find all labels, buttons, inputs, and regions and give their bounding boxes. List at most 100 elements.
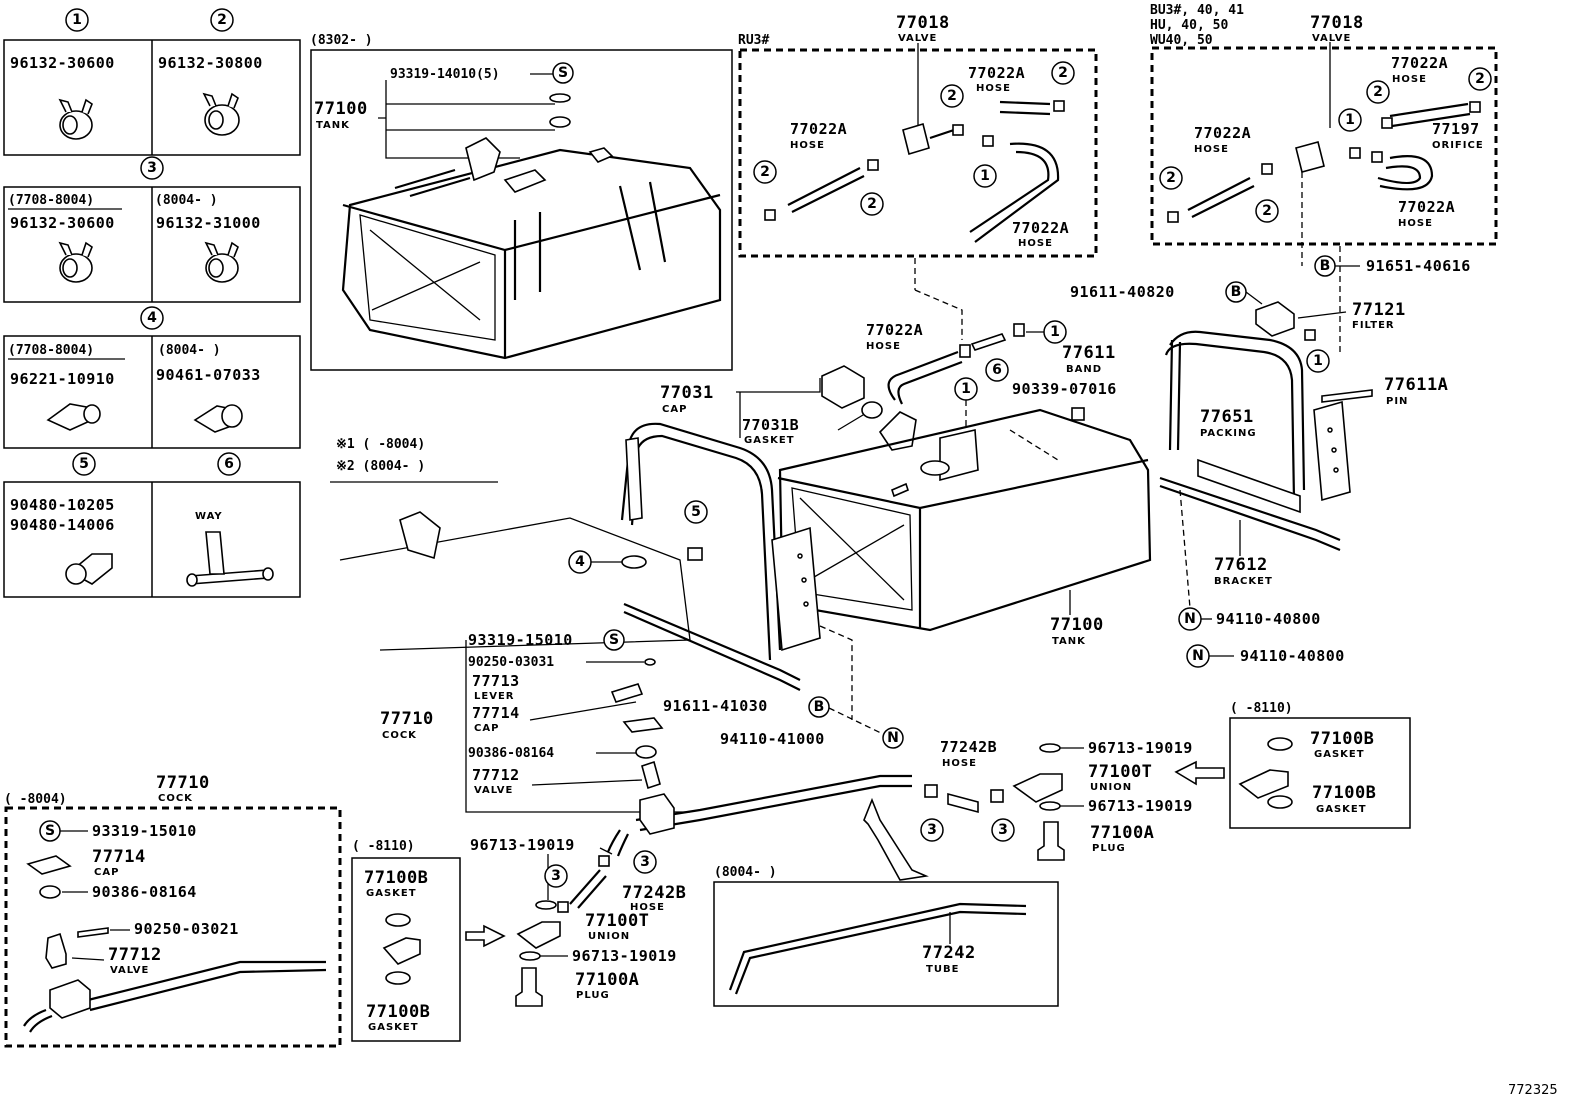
inset-cock-range: ( -8004)	[4, 792, 67, 807]
main-gasket-1: 96713-19019	[1088, 739, 1193, 757]
ru3-hose-c: 77022A	[1012, 219, 1069, 237]
ru3-model: RU3#	[738, 33, 769, 48]
ru3-hose-a: 77022A	[968, 64, 1025, 82]
ref-circle-4	[140, 306, 164, 330]
nut-icon	[65, 553, 113, 585]
inset-tank-range: (8302- )	[310, 33, 373, 48]
ru3-hose-b-label: HOSE	[790, 140, 825, 151]
main-lever-label: LEVER	[474, 691, 514, 702]
main-hose: 77022A	[866, 321, 923, 339]
inset-cock-cap: 77714	[92, 847, 146, 867]
ru3-valve-part: 77018	[896, 13, 950, 33]
main-bracket-label: BRACKET	[1214, 576, 1273, 587]
main-filter-bolt: 91611-40820	[1070, 283, 1175, 301]
svg-text:2: 2	[867, 196, 877, 212]
ref-4-left-part: 96221-10910	[10, 370, 115, 388]
ref-3-left-part: 96132-30600	[10, 214, 115, 232]
inset-8110-right-g2: 77100B	[1312, 783, 1376, 803]
bu3-model-3: WU40, 50	[1150, 33, 1213, 48]
ref-3-left-note: (7708-8004)	[8, 193, 94, 208]
main-band-label: BAND	[1066, 364, 1102, 375]
ref-num-1: 1	[72, 12, 82, 28]
svg-text:3: 3	[998, 822, 1008, 838]
ref-1-part: 96132-30600	[10, 54, 115, 72]
lower-gasket-b: 96713-19019	[572, 947, 677, 965]
inset-cock-p90250: 90250-03021	[134, 920, 239, 938]
inset-8110-left-g2: 77100B	[366, 1002, 430, 1022]
ru3-hose-a-label: HOSE	[976, 83, 1011, 94]
main-cap: 77031	[660, 383, 714, 403]
main-lever: 77713	[472, 672, 520, 690]
bu3-valve-part: 77018	[1310, 13, 1364, 33]
ref-num-5: 5	[79, 456, 89, 472]
ru3-valve-label: VALVE	[898, 33, 937, 44]
inset-tube-label: TUBE	[926, 964, 959, 975]
inset-cock-bolt: 93319-15010	[92, 822, 197, 840]
main-hose-b-label: HOSE	[942, 758, 977, 769]
ref-num-3: 3	[147, 160, 157, 176]
bu3-hose-b: 77022A	[1194, 124, 1251, 142]
main-gasket: 77031B	[742, 416, 799, 434]
clamp-icon	[58, 98, 93, 140]
main-filter-bolt-ref: B	[1231, 284, 1242, 300]
clamp-icon	[204, 241, 239, 283]
main-p90386: 90386-08164	[468, 746, 554, 761]
inset-8110-right-g1-label: GASKET	[1314, 749, 1365, 760]
inset-cock-valve: 77712	[108, 945, 162, 965]
main-plug: 77100A	[1090, 823, 1154, 843]
main-gasket-label: GASKET	[744, 435, 795, 446]
inset-cock-valve-label: VALVE	[110, 965, 149, 976]
main-packing: 77651	[1200, 407, 1254, 427]
bu3-valve-label: VALVE	[1312, 33, 1351, 44]
svg-text:4: 4	[575, 554, 585, 570]
main-pin: 77611A	[1384, 375, 1448, 395]
bu3-orifice: 77197	[1432, 120, 1480, 138]
bu3-hose-b-label: HOSE	[1194, 144, 1229, 155]
svg-text:5: 5	[691, 504, 701, 520]
main-band: 77611	[1062, 343, 1116, 363]
ref-num-6: 6	[224, 456, 234, 472]
drawing-code: 772325	[1508, 1083, 1558, 1098]
inset-8110-left-g2-label: GASKET	[368, 1022, 419, 1033]
main-hose-label: HOSE	[866, 341, 901, 352]
inset-cock-p90386: 90386-08164	[92, 883, 197, 901]
main-packing-label: PACKING	[1200, 428, 1257, 439]
bu3-hose-c: 77022A	[1398, 198, 1455, 216]
main-nut-41000-ref: N	[887, 730, 899, 746]
svg-text:3: 3	[640, 854, 650, 870]
ref-3-right-note: (8004- )	[155, 193, 218, 208]
svg-text:2: 2	[1262, 203, 1272, 219]
bu3-model-1: BU3#, 40, 41	[1150, 3, 1244, 18]
note-star2: ※2 (8004- )	[336, 459, 425, 474]
lower-union: 77100T	[585, 911, 649, 931]
lower-hose: 77242B	[622, 883, 686, 903]
inset-cock-bolt-ref: S	[45, 823, 55, 839]
main-cock: 77710	[380, 709, 434, 729]
ref-num-4: 4	[147, 310, 157, 326]
ref-circle-2	[210, 8, 234, 32]
clamp-icon	[202, 92, 240, 136]
ru3-hose-c-label: HOSE	[1018, 238, 1053, 249]
svg-text:2: 2	[1058, 65, 1068, 81]
svg-text:1: 1	[1313, 353, 1323, 369]
inset-cock-label: COCK	[158, 793, 193, 804]
inset-8110-right-g2-label: GASKET	[1316, 804, 1367, 815]
ref-circle-6	[217, 452, 241, 476]
svg-text:6: 6	[992, 362, 1002, 378]
inset-valve-ru3: RU3# 77018 VALVE 77022A HOSE 2 2 77022A …	[738, 13, 1098, 258]
bu3-hose-a: 77022A	[1391, 54, 1448, 72]
svg-text:2: 2	[1475, 71, 1485, 87]
inset-tube: (8004- ) 77242 TUBE	[713, 865, 1059, 1007]
clip-icon	[193, 404, 243, 433]
inset-tank: (8302- ) 93319-14010(5) S 77100 TANK	[310, 33, 733, 371]
svg-text:1: 1	[980, 168, 990, 184]
ref-2-part: 96132-30800	[158, 54, 263, 72]
three-way-icon	[186, 531, 274, 587]
ref-circle-1	[65, 8, 89, 32]
lower-group: 96713-19019 3 3 77242B HOSE 77100T UNION…	[470, 836, 686, 1007]
inset-tank-label: TANK	[316, 120, 350, 131]
main-tank: 77100	[1050, 615, 1104, 635]
ref-num-2: 2	[217, 12, 227, 28]
svg-text:2: 2	[947, 88, 957, 104]
